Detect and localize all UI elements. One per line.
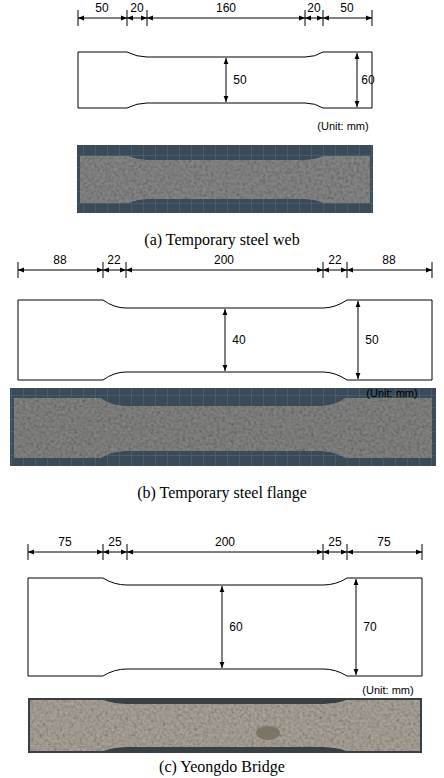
dimension-value: 75 — [377, 536, 390, 548]
dimension-value: 70 — [363, 621, 376, 633]
dimension-value: 25 — [328, 536, 341, 548]
dimension-value: 50 — [233, 74, 246, 86]
dimension-lines — [78, 10, 372, 108]
dimension-value: 60 — [361, 74, 374, 86]
dimension-value: 160 — [216, 2, 236, 14]
unit-note: (Unit: mm) — [362, 685, 413, 696]
dimension-lines — [18, 262, 432, 380]
dimension-value: 200 — [215, 536, 235, 548]
dimension-value: 88 — [382, 254, 395, 266]
figure-caption: (a) Temporary steel web — [144, 232, 299, 248]
dimension-value: 50 — [95, 2, 108, 14]
figure-caption: (c) Yeongdo Bridge — [159, 759, 285, 775]
dimension-value: 60 — [229, 621, 242, 633]
dimension-value: 22 — [107, 254, 120, 266]
dimension-value: 22 — [328, 254, 341, 266]
dimension-value: 50 — [340, 2, 353, 14]
dimension-value: 88 — [53, 254, 66, 266]
dimension-value: 50 — [365, 334, 378, 346]
dimension-value: 75 — [58, 536, 71, 548]
dimension-value: 25 — [108, 536, 121, 548]
dimension-value: 20 — [307, 2, 320, 14]
unit-note: (Unit: mm) — [317, 121, 368, 132]
dimension-value: 200 — [214, 254, 234, 266]
dimension-value: 20 — [130, 2, 143, 14]
unit-note: (Unit: mm) — [366, 388, 417, 399]
dimension-lines — [28, 544, 422, 676]
figure-caption: (b) Temporary steel flange — [137, 485, 307, 501]
dimension-value: 40 — [232, 334, 245, 346]
